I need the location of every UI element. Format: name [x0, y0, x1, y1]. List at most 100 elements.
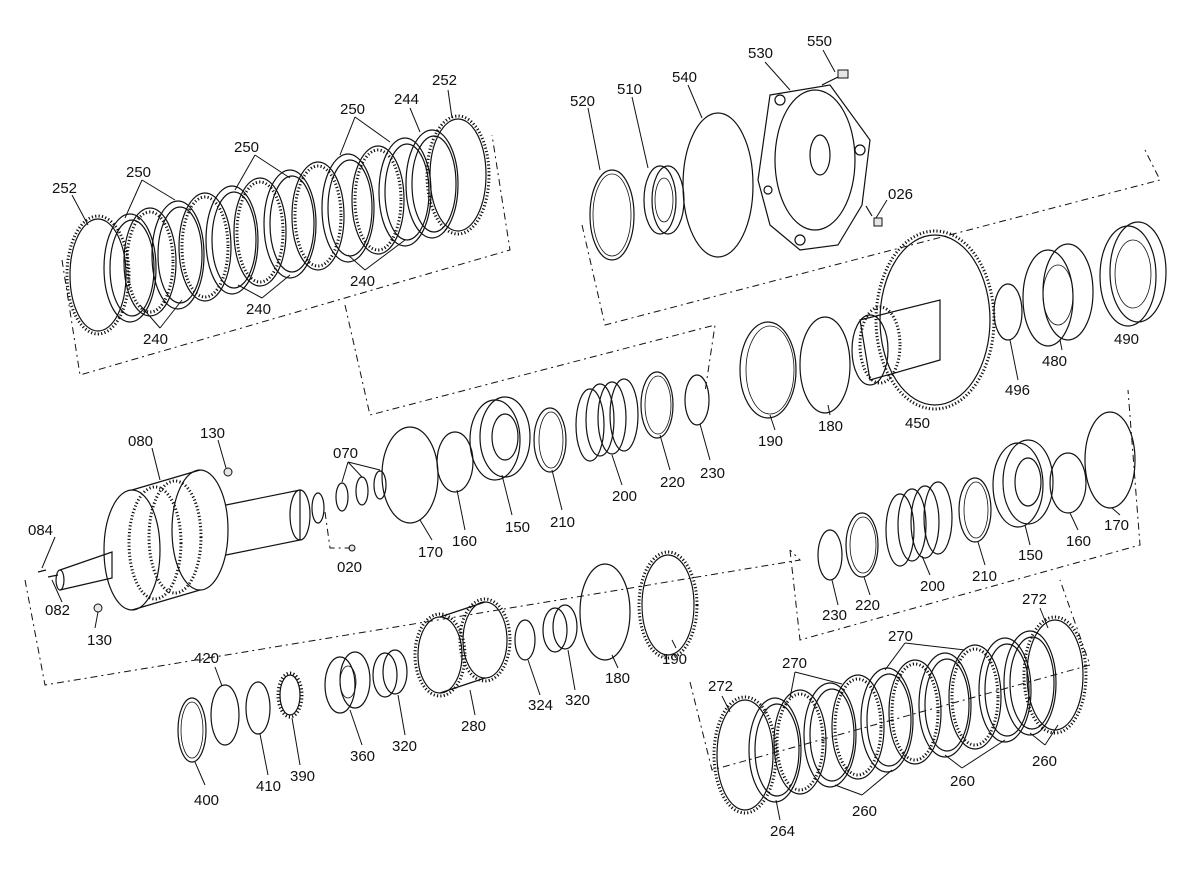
assembly-outline-upper-left — [61, 134, 716, 416]
label-272: 272 — [1022, 591, 1047, 608]
disc-270-1 — [773, 689, 827, 795]
label-410: 410 — [256, 778, 281, 795]
ring-230-right — [817, 529, 843, 581]
bolt-130-upper — [223, 467, 233, 477]
clutch-pack-lower-right — [712, 615, 1088, 815]
label-490: 490 — [1114, 331, 1139, 348]
disc-264 — [748, 697, 802, 803]
disc-240-2 — [151, 200, 205, 310]
label-210: 210 — [550, 514, 575, 531]
leaders-lower-left — [194, 639, 677, 786]
ring-420 — [210, 684, 240, 746]
gear-280 — [413, 597, 512, 698]
label-150: 150 — [505, 519, 530, 536]
bearing-360 — [324, 651, 371, 714]
label-020: 020 — [337, 559, 362, 576]
label-250: 250 — [340, 101, 365, 118]
disc-270-2 — [831, 674, 885, 780]
label-160: 160 — [452, 533, 477, 550]
label-240: 240 — [246, 301, 271, 318]
bearing-510 — [643, 165, 685, 235]
disc-250-4 — [291, 161, 345, 271]
disc-260-1 — [803, 682, 857, 788]
label-230: 230 — [822, 607, 847, 624]
disc-270-4 — [948, 644, 1002, 750]
ball-020 — [324, 511, 356, 552]
ring-324 — [514, 619, 536, 661]
label-270: 270 — [888, 628, 913, 645]
label-240: 240 — [350, 273, 375, 290]
seal-160-upper — [436, 431, 474, 493]
leaders-middle-upper — [419, 404, 831, 541]
bearing-320-right — [542, 604, 578, 653]
label-320: 320 — [392, 738, 417, 755]
bearing-race-490 — [1099, 221, 1167, 327]
label-080: 080 — [128, 433, 153, 450]
label-250: 250 — [234, 139, 259, 156]
bolt-130-lower — [93, 603, 103, 613]
disc-270-3 — [888, 659, 942, 765]
label-026: 026 — [888, 186, 913, 203]
seal-160-right — [1049, 452, 1087, 514]
leaders-gear — [1009, 339, 1063, 381]
label-244: 244 — [394, 91, 419, 108]
disc-252-right — [425, 114, 491, 236]
ring-190-upper — [739, 321, 797, 419]
gear-shaft-450 — [851, 229, 996, 411]
label-320: 320 — [565, 692, 590, 709]
disc-240-3 — [205, 185, 259, 295]
label-084: 084 — [28, 522, 53, 539]
bearing-320-left — [372, 649, 408, 698]
label-260: 260 — [852, 803, 877, 820]
label-520: 520 — [570, 93, 595, 110]
disc-240-6 — [378, 137, 432, 247]
label-252: 252 — [432, 72, 457, 89]
label-130: 130 — [87, 632, 112, 649]
disc-250-2 — [178, 192, 232, 302]
bolt-550 — [821, 69, 849, 86]
disc-250-5 — [351, 145, 405, 255]
label-220: 220 — [855, 597, 880, 614]
assembly-outline-lower-left — [24, 549, 802, 686]
ring-410 — [245, 681, 271, 735]
ring-210-upper — [533, 407, 567, 473]
disc-272-left — [712, 695, 778, 815]
label-280: 280 — [461, 718, 486, 735]
bearing-480 — [1022, 243, 1094, 347]
label-180: 180 — [818, 418, 843, 435]
nut-390 — [276, 671, 304, 719]
label-200: 200 — [920, 578, 945, 595]
disc-260-2 — [860, 667, 914, 773]
disc-240-1 — [103, 213, 157, 323]
housing-cover-530 — [757, 84, 871, 251]
snap-ring-520 — [589, 169, 635, 261]
label-496: 496 — [1005, 382, 1030, 399]
assembly-outline-upper-right — [581, 149, 1161, 326]
label-324: 324 — [528, 697, 553, 714]
label-082: 082 — [45, 602, 70, 619]
label-180: 180 — [605, 670, 630, 687]
label-170: 170 — [1104, 517, 1129, 534]
ring-230-upper — [684, 374, 710, 426]
clutch-pack-upper-left — [65, 114, 491, 336]
piston-150-upper — [469, 396, 531, 481]
leaders-upper-left — [71, 89, 453, 329]
disc-240-4 — [263, 169, 317, 279]
ring-220-right — [845, 512, 879, 578]
spring-pack-200-right — [885, 481, 953, 567]
label-540: 540 — [672, 69, 697, 86]
disc-252-left — [65, 214, 131, 336]
disc-260-3 — [918, 652, 972, 758]
disc-250-1 — [123, 207, 177, 317]
seal-170-right — [1084, 411, 1136, 509]
snap-ring-180-upper — [799, 316, 851, 414]
label-070: 070 — [333, 445, 358, 462]
label-270: 270 — [782, 655, 807, 672]
pin-082 — [47, 574, 59, 578]
label-272: 272 — [708, 678, 733, 695]
label-250: 250 — [126, 164, 151, 181]
disc-250-3 — [233, 177, 287, 287]
label-150: 150 — [1018, 547, 1043, 564]
piston-150-right — [992, 439, 1054, 528]
